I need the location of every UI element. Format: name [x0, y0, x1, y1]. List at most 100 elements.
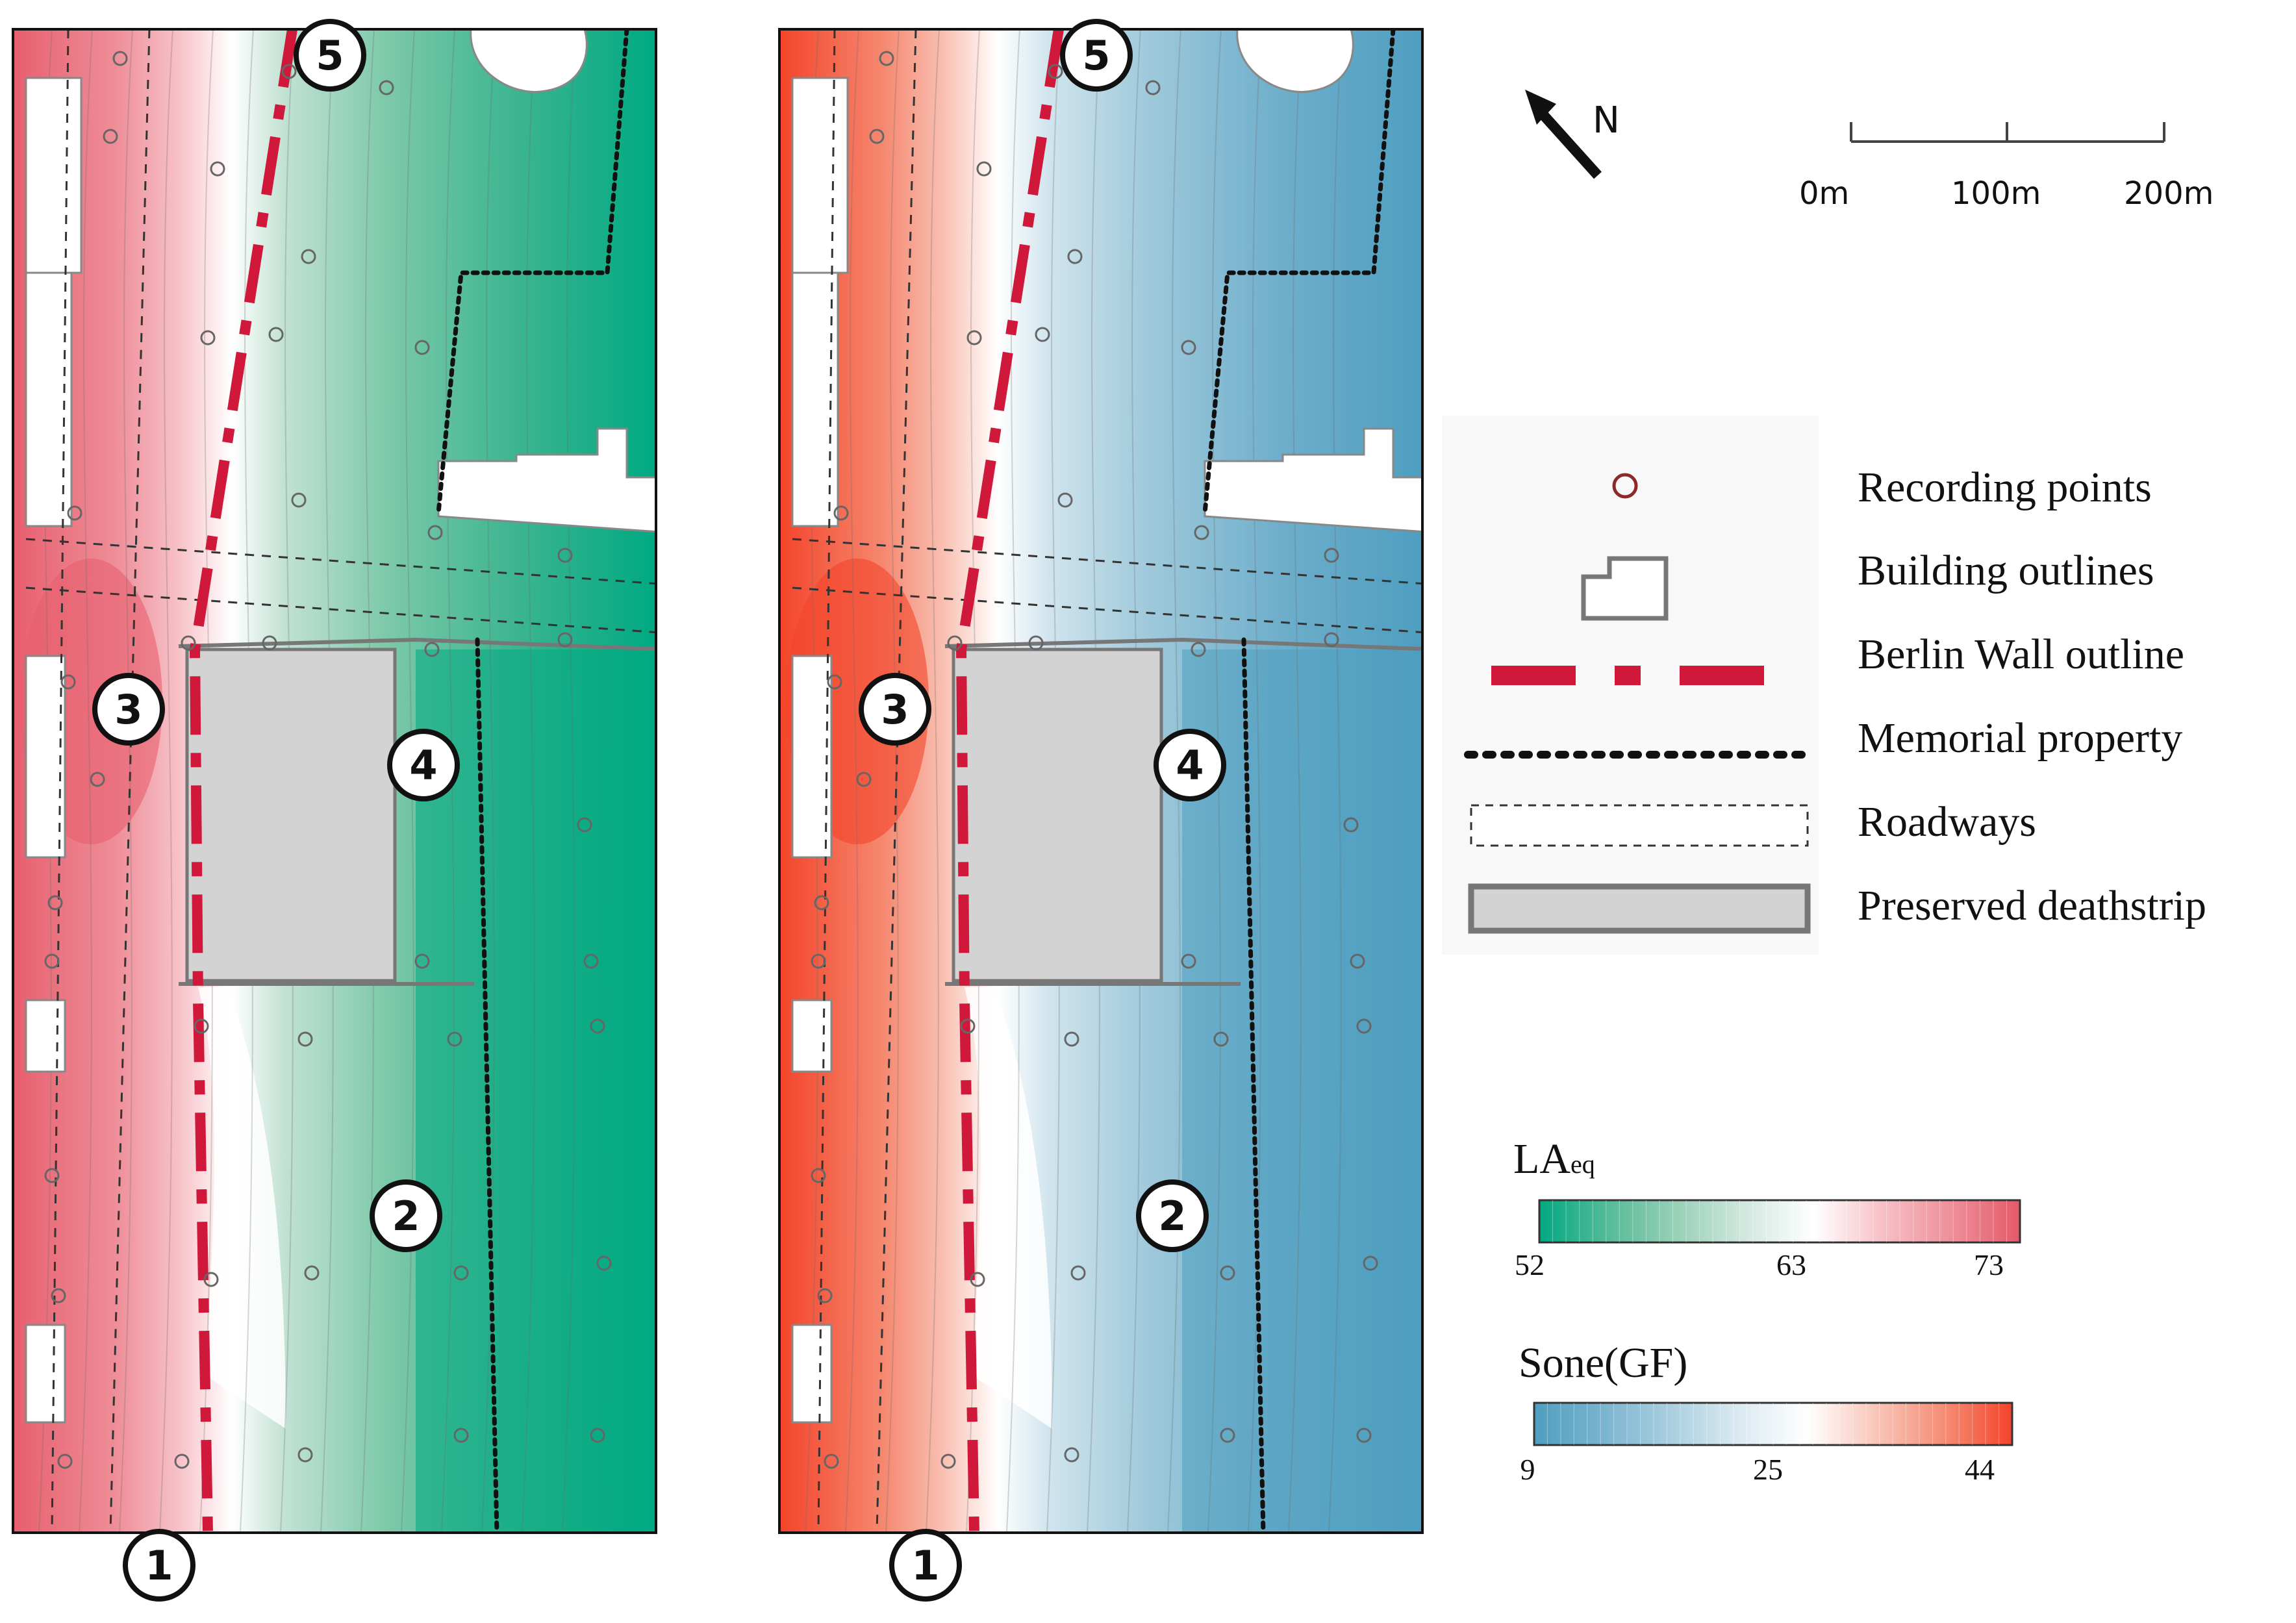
recording-point	[57, 1453, 73, 1469]
legend-label-recording-points: Recording points	[1858, 464, 2152, 511]
site-marker-1: 1	[889, 1529, 962, 1602]
recording-point	[1067, 249, 1083, 264]
recording-point	[1324, 547, 1339, 563]
recording-point	[833, 505, 849, 521]
recording-point	[1064, 1031, 1079, 1047]
recording-point	[577, 817, 592, 833]
site-marker-label: 1	[145, 1542, 173, 1589]
recording-point	[44, 953, 60, 969]
scale-tick-100: 100m	[1951, 175, 2041, 212]
recording-point	[262, 635, 277, 651]
contour-line	[522, 29, 536, 1533]
colorbar-sone-title: Sone(GF)	[1519, 1339, 1688, 1387]
site-marker-circle	[859, 673, 931, 746]
recording-point	[291, 492, 307, 508]
colorbar-sone-tick-max: 44	[1965, 1453, 1995, 1486]
building-outline	[25, 1324, 66, 1424]
site-marker-circle	[889, 1529, 962, 1602]
map-field	[13, 29, 656, 1533]
recording-point	[557, 547, 573, 563]
site-marker-circle	[1060, 19, 1133, 92]
roadway-line	[51, 29, 69, 1533]
building-outline	[1204, 427, 1422, 533]
building-outline	[25, 77, 82, 274]
site-marker-circle	[294, 19, 366, 92]
recording-point	[557, 632, 573, 648]
recording-point	[869, 129, 885, 144]
colorbar-laeq-tick-max: 73	[1974, 1248, 2004, 1281]
recording-point	[1057, 492, 1073, 508]
map-field	[779, 29, 1422, 1533]
site-marker-label: 4	[1176, 742, 1204, 789]
roadway-line	[792, 538, 1422, 585]
site-marker-circle	[123, 1529, 196, 1602]
site-marker-4: 4	[387, 729, 460, 801]
contour-line	[441, 29, 455, 1533]
recording-point	[1191, 642, 1206, 657]
roadway-icon	[1470, 804, 1809, 847]
contour-line	[845, 29, 859, 1533]
scale-bar	[1850, 122, 2165, 143]
memorial-property-line	[1241, 637, 1266, 1533]
recording-point	[297, 1031, 313, 1047]
legend-graphics	[1442, 416, 1819, 955]
recording-point	[301, 249, 316, 264]
site-marker-label: 5	[1082, 32, 1110, 79]
legend-label-memorial-property: Memorial property	[1858, 714, 2183, 762]
site-marker-2: 2	[370, 1179, 442, 1252]
site-marker-label: 2	[1158, 1192, 1186, 1240]
deathstrip-edge	[178, 637, 656, 651]
site-marker-4: 4	[1154, 729, 1226, 801]
recording-point	[940, 1453, 956, 1469]
recording-point	[181, 635, 196, 651]
recording-point	[268, 327, 284, 342]
site-marker-label: 3	[881, 686, 909, 733]
legend-label-building-outlines: Building outlines	[1858, 547, 2154, 594]
roadway-line	[792, 586, 1422, 634]
recording-point	[966, 330, 982, 346]
contour-line	[79, 29, 93, 1533]
colorbar-sone	[1533, 1402, 2013, 1446]
contour-line	[1288, 29, 1302, 1533]
colorbar-laeq-tick-min: 52	[1515, 1248, 1545, 1281]
recording-point	[103, 129, 118, 144]
site-marker-circle	[1136, 1179, 1209, 1252]
recording-point	[1181, 340, 1196, 355]
recording-point	[1220, 1428, 1235, 1443]
transition-zone	[198, 987, 286, 1429]
colorbar-sone-tick-mid: 25	[1753, 1453, 1783, 1486]
site-marker-5: 5	[1060, 19, 1133, 92]
site-marker-2: 2	[1136, 1179, 1209, 1252]
recording-point	[1343, 817, 1359, 833]
recording-point	[814, 895, 829, 911]
recording-point	[1324, 632, 1339, 648]
recording-point	[203, 1272, 219, 1287]
recording-point	[590, 1018, 605, 1034]
recording-point	[67, 505, 82, 521]
recording-point	[947, 635, 963, 651]
recording-point	[424, 642, 440, 657]
recording-point	[1350, 953, 1365, 969]
recording-point	[427, 525, 443, 540]
recording-point	[1064, 1447, 1079, 1463]
recording-point	[414, 340, 430, 355]
recording-point	[596, 1255, 612, 1271]
north-arrow-shaft	[1535, 107, 1602, 179]
recording-point	[297, 1447, 313, 1463]
recording-point	[1181, 953, 1196, 969]
recording-point	[47, 895, 63, 911]
recording-point	[879, 51, 894, 66]
recording-point	[1028, 635, 1044, 651]
north-arrow-icon	[1525, 90, 1602, 179]
building-outline	[791, 655, 833, 859]
low-noise-zone	[1182, 649, 1422, 1533]
recording-point	[60, 674, 76, 690]
building-outline	[791, 1324, 833, 1424]
building-outline	[791, 77, 849, 274]
site-marker-label: 5	[316, 32, 344, 79]
building-outline	[437, 427, 656, 533]
north-label: N	[1593, 99, 1620, 142]
recording-point	[590, 1428, 605, 1443]
site-marker-label: 2	[392, 1192, 420, 1240]
